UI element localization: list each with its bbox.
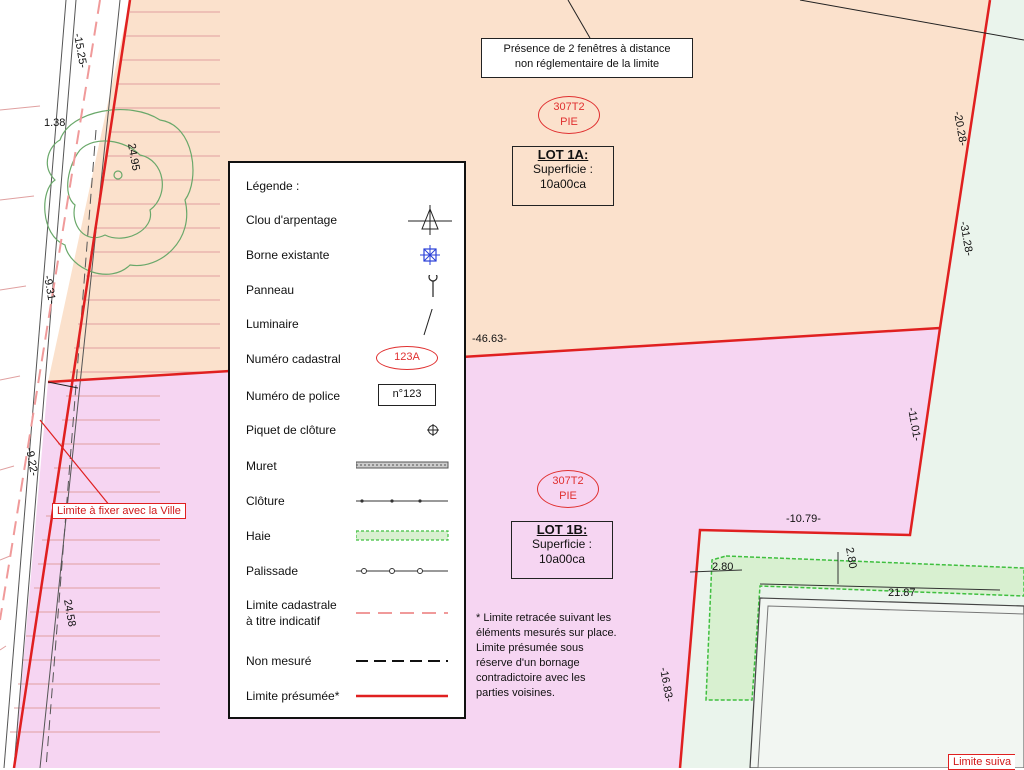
legend-item-limite-presumee: Limite présumée* <box>230 681 466 711</box>
dim-9-22: -9.22- <box>23 446 40 477</box>
muret-line <box>356 461 449 469</box>
dim-11-01: -11.01- <box>905 406 923 442</box>
palissade-line <box>356 568 448 574</box>
legend-label: Panneau <box>246 283 295 297</box>
numero-cadastral-symbol: 123A <box>376 346 438 370</box>
presumed-limits <box>12 0 1024 768</box>
legend-item-borne: Borne existante <box>230 240 466 270</box>
dim-24-58: 24.58 <box>61 598 78 627</box>
lot-title: LOT 1A: <box>537 147 589 162</box>
legend-label: Numéro de police <box>246 389 341 403</box>
cadastral-code: 307T2 <box>553 101 585 113</box>
sample-text: n°123 <box>392 388 422 400</box>
legend-item-piquet: Piquet de clôture <box>230 415 466 445</box>
piquet-icon <box>427 424 439 436</box>
building-outline <box>749 597 1024 768</box>
dim-24-95: 24.95 <box>125 142 142 171</box>
lot-1a-cadastral-number: 307T2 PIE <box>538 96 600 134</box>
cadastral-code: 307T2 <box>552 475 584 487</box>
legend-label: Numéro cadastral <box>246 352 341 366</box>
legend-label-line-2: à titre indicatif <box>246 614 321 628</box>
construction-lines <box>47 0 1024 389</box>
legend-panel: Légende : Clou d'arpentage Borne existan… <box>228 161 466 719</box>
sample-text: 123A <box>394 351 420 363</box>
callout-line-2: non réglementaire de la limite <box>514 58 660 70</box>
legend-item-limite-cadastrale: Limite cadastrale à titre indicatif <box>230 597 466 633</box>
legend-label: Borne existante <box>246 248 330 262</box>
area-label: Superficie : <box>532 162 594 176</box>
area-value: 10a00ca <box>539 177 587 191</box>
legend-item-numero-cadastral: Numéro cadastral 123A <box>230 344 466 374</box>
legend-label: Luminaire <box>246 317 299 331</box>
limit-to-fix-label: Limite à fixer avec la Ville <box>52 503 186 519</box>
legend-item-luminaire: Luminaire <box>230 309 466 339</box>
callout-line-1: Présence de 2 fenêtres à distance <box>503 43 671 55</box>
legend-item-panneau: Panneau <box>230 275 466 305</box>
limite-cadastrale-line <box>356 612 448 614</box>
footnote-line: * Limite retracée suivant les <box>476 612 612 624</box>
legend-label: Palissade <box>246 564 299 578</box>
legend-item-palissade: Palissade <box>230 556 466 586</box>
legend-label: Clou d'arpentage <box>246 213 338 227</box>
legend-item-non-mesure: Non mesuré <box>230 646 466 676</box>
dim-9-31: -9.31- <box>41 274 58 305</box>
footnote: * Limite retracée suivant les éléments m… <box>476 611 676 701</box>
limit-fix-pointer <box>39 419 111 507</box>
dim-1-38: 1.38 <box>44 117 65 129</box>
haie-line <box>356 530 449 541</box>
street-lines <box>3 0 121 768</box>
dim-46-63: -46.63- <box>472 333 507 345</box>
hatch-lines <box>10 11 220 733</box>
dim-2-80b: 2.80 <box>843 546 859 569</box>
panneau-icon <box>428 275 438 297</box>
luminaire-icon <box>423 309 433 336</box>
lot-1b-cadastral-number: 307T2 PIE <box>537 470 599 508</box>
legend-label: Muret <box>246 459 277 473</box>
cloture-line <box>356 499 448 503</box>
cadastral-limit-dashed <box>0 0 101 621</box>
footnote-line: parties voisines. <box>476 687 555 699</box>
legend-label: Piquet de clôture <box>246 423 337 437</box>
footnote-line: Limite présumée sous <box>476 642 584 654</box>
dim-2-80: 2.80 <box>712 561 733 573</box>
dimension-lines <box>689 552 1001 591</box>
area-value: 10a00ca <box>538 552 586 566</box>
dim-10-79: -10.79- <box>786 513 821 525</box>
tree-icon <box>44 109 194 275</box>
legend-item-numero-police: Numéro de police n°123 <box>230 381 466 411</box>
legend-label: Limite présumée* <box>246 689 340 703</box>
borne-existante-icon <box>420 245 440 265</box>
lot-1a-label: LOT 1A: Superficie : 10a00ca <box>512 146 614 206</box>
street-left-hatch <box>0 105 41 651</box>
footnote-line: éléments mesurés sur place. <box>476 627 617 639</box>
cadastral-suffix: PIE <box>559 490 577 502</box>
legend-item-haie: Haie <box>230 521 466 551</box>
non-mesure-line <box>356 660 448 662</box>
lot-1b-label: LOT 1B: Superficie : 10a00ca <box>511 521 613 579</box>
legend-item-muret: Muret <box>230 451 466 481</box>
footnote-line: réserve d'un bornage <box>476 657 580 669</box>
legend-title: Légende : <box>246 179 300 193</box>
legend-label: Non mesuré <box>246 654 312 668</box>
lot-title: LOT 1B: <box>536 522 588 537</box>
legend-item-cloture: Clôture <box>230 486 466 516</box>
legend-label: Clôture <box>246 494 285 508</box>
limite-presumee-line <box>356 694 448 698</box>
area-label: Superficie : <box>531 537 593 551</box>
clou-arpentage-icon <box>408 205 452 235</box>
dim-21-87: 21.87 <box>888 587 916 599</box>
footnote-line: contradictoire avec les <box>476 672 586 684</box>
hedge <box>705 555 1024 701</box>
windows-callout: Présence de 2 fenêtres à distance non ré… <box>481 38 693 78</box>
legend-label: Haie <box>246 529 271 543</box>
legend-label-line-1: Limite cadastrale <box>246 598 337 612</box>
numero-police-symbol: n°123 <box>378 384 436 406</box>
legend-item-clou: Clou d'arpentage <box>230 205 466 235</box>
legend-label: Limite cadastrale à titre indicatif <box>246 597 337 629</box>
building-inner <box>757 605 1024 768</box>
cadastral-suffix: PIE <box>560 116 578 128</box>
